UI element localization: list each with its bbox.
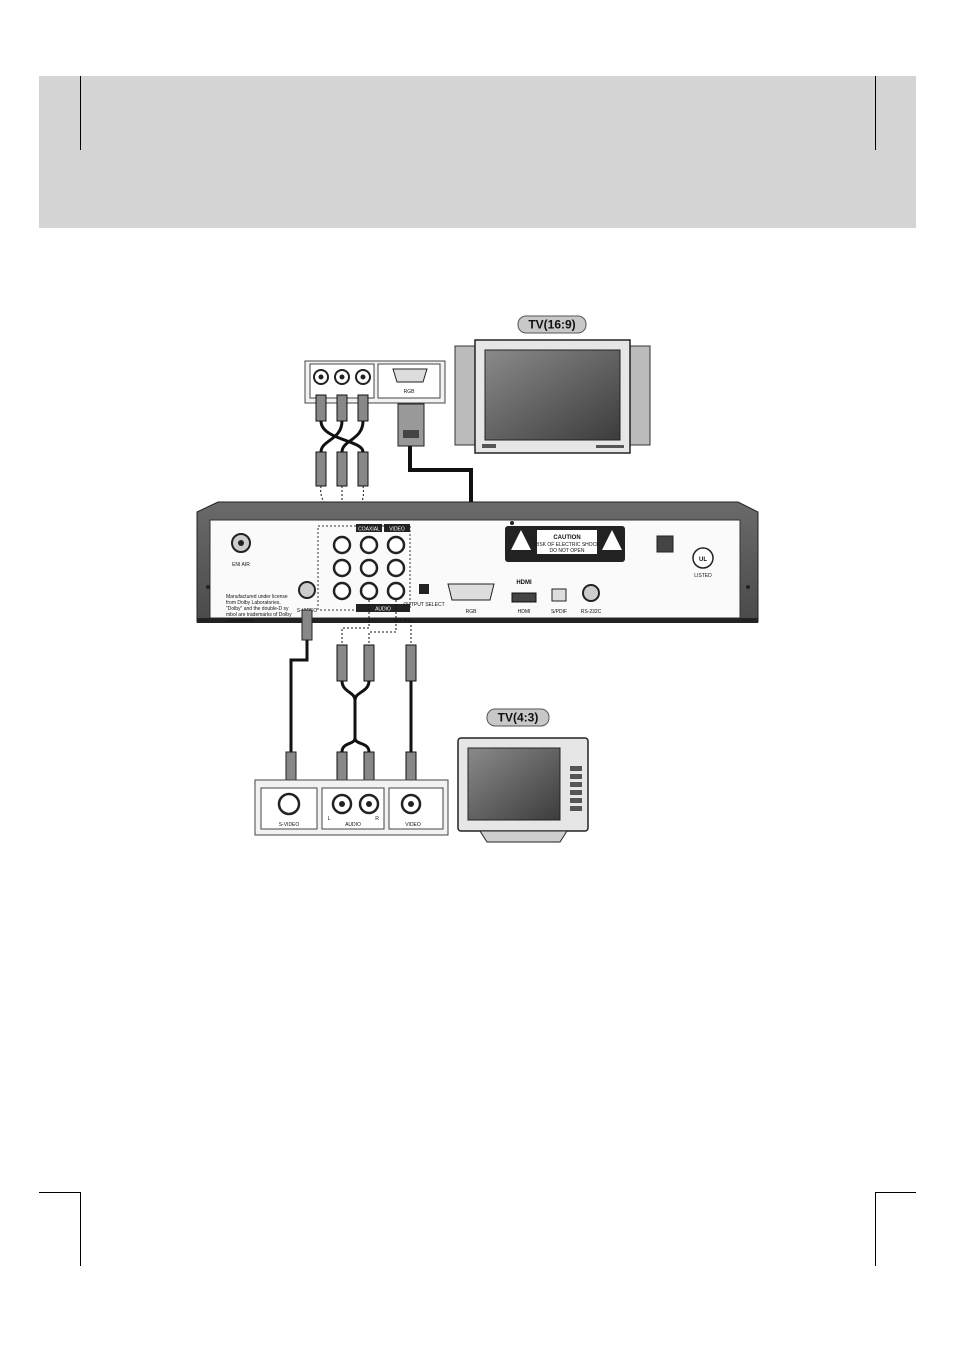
rs232-label: RS-232C (581, 609, 602, 615)
caution-line-2: DO NOT OPEN (550, 548, 585, 554)
stb-rgb-label: RGB (466, 609, 478, 615)
ul-logo (692, 547, 714, 569)
tv-svideo-label: S-VIDEO (279, 822, 300, 828)
tv-16-9-input-panel: RGB (304, 360, 446, 404)
caution-line-1: RISK OF ELECTRIC SHOCK (534, 542, 600, 548)
tv-16-9-label: TV(16:9) (528, 318, 575, 332)
tv-4-3-label-pill (486, 708, 550, 727)
tv-16-9-screen (484, 349, 621, 441)
tv-4-3: TV(4:3) (457, 708, 589, 843)
tv-audio-r-label: R (375, 816, 379, 822)
caution-warning-icon-right (602, 530, 622, 550)
coaxial-label: COAXIAL (358, 527, 380, 533)
stb-svideo-port (298, 581, 316, 599)
ul-listed-label: LISTED (694, 573, 712, 579)
tv-16-9-right-speaker (629, 345, 651, 446)
dolby-notice-line-1: Manufactured under license (226, 594, 288, 600)
tv-4-3-input-panel: S-VIDEO L R AUDIO VIDEO (254, 779, 449, 836)
tv-16-9: TV(16:9) (454, 315, 651, 454)
spdif-label: S/PDIF (551, 609, 567, 615)
tv-rgb-vga-port (392, 368, 428, 383)
tv-audio-l-label: L (328, 816, 331, 822)
video-cable (395, 600, 417, 787)
crop-mark-top-right (875, 76, 876, 150)
dolby-notice-line-2: from Dolby Laboratories. (226, 600, 281, 606)
tv-4-3-screen (467, 747, 561, 821)
caution-warning-icon-left (511, 530, 531, 550)
video-label: VIDEO (389, 527, 405, 533)
tv-16-9-left-speaker (454, 345, 476, 446)
crop-mark-bottom-left-h (39, 1192, 80, 1193)
dolby-notice-line-4: mbol are trademarks of Dolby (226, 612, 292, 618)
audio-cable (336, 600, 397, 787)
crop-mark-bottom-right-h (875, 1192, 916, 1193)
hdmi-port (511, 592, 537, 603)
caution-title: CAUTION (553, 535, 580, 541)
audio-label: AUDIO (375, 607, 391, 613)
tv-4-3-label: TV(4:3) (498, 711, 539, 725)
coaxial-video-audio-jacks (359, 535, 406, 601)
tv-audio-label: AUDIO (345, 822, 361, 828)
hdmi-logo: HDMI (516, 580, 532, 586)
crop-mark-bottom-left-v (80, 1192, 81, 1266)
tv-4-3-buttons (570, 766, 582, 811)
tv-16-9-label-pill (517, 315, 587, 334)
antenna-label: ENI AIR (232, 562, 250, 568)
tv-svideo-jack (277, 792, 301, 816)
hdmi-label: HDMI (518, 609, 531, 615)
crop-mark-top-left (80, 76, 81, 150)
rs232-port (582, 584, 600, 602)
header-band (39, 76, 916, 228)
stb-back-plate (209, 519, 741, 619)
tv-4-3-stand (479, 830, 568, 843)
set-top-box: ENI AIR Manufactured under license from … (196, 501, 759, 624)
spdif-port (551, 588, 567, 602)
stb-rgb-port (447, 583, 495, 601)
power-socket (656, 535, 674, 553)
dolby-notice-line-3: "Dolby" and the double-D sy (226, 606, 289, 612)
crop-mark-bottom-right-v (875, 1192, 876, 1266)
tv-16-9-badge (482, 444, 496, 448)
tv-16-9-buttons (596, 445, 624, 448)
component-output-jacks (332, 535, 352, 601)
svideo-cable (285, 609, 313, 783)
tv-rgb-label: RGB (404, 389, 416, 395)
ul-mark: UL (699, 557, 707, 563)
output-select-label: OUTPUT SELECT (403, 602, 444, 608)
tv-video-label: VIDEO (405, 822, 421, 828)
output-select-switch (419, 584, 429, 594)
dolby-notice-line-5: Laboratories. (226, 618, 255, 624)
